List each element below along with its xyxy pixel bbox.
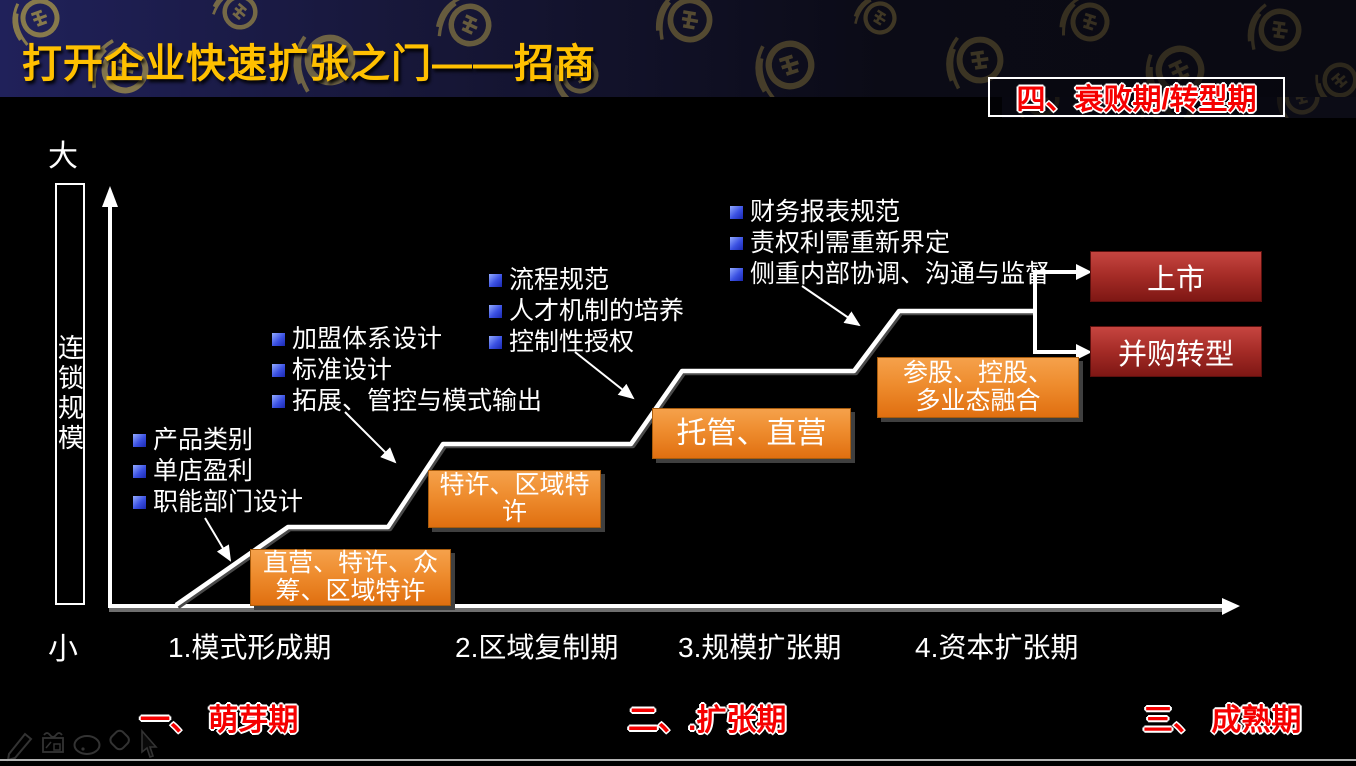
growth-curve [174,308,1037,609]
mode-box-line: 筹、区域特许 [275,576,426,605]
bullet-text: 标准设计 [292,356,393,384]
bullet-text: 责权利需重新界定 [750,229,951,257]
annotation-panel-icon[interactable] [42,732,64,753]
mode-box-line: 多业态融合 [915,386,1041,415]
bullet-item: 流程规范 [489,265,684,296]
page-title: 打开企业快速扩张之门——招商 [22,42,596,86]
x-axis-arrowhead-icon [1222,598,1240,615]
y-axis-title: 连锁规模 [54,334,85,454]
bullet-square-icon [730,268,743,281]
bullet-text: 人才机制的培养 [509,297,685,325]
bullet-text: 流程规范 [509,266,610,294]
bullet-square-icon [272,395,285,408]
bullet-square-icon [272,364,285,377]
bullet-square-icon [272,333,285,346]
annotation-arrow-formation [204,517,232,562]
mode-box-line: 参股、控股、 [902,359,1053,387]
eraser-icon[interactable] [108,729,131,752]
bullet-item: 产品类别 [133,425,303,456]
bullet-square-icon [489,305,502,318]
bullet-item: 人才机制的培养 [489,296,684,327]
stage-label-1: 1.模式形成期 [168,632,332,663]
branch-arrowhead-top-icon [1076,264,1092,280]
bottom-border [0,759,1356,761]
header-band-extension [1002,97,1356,118]
mode-box-capital: 参股、控股、 多业态融合 [877,357,1079,418]
mode-box-replication: 特许、区域特 许 [428,470,601,528]
bullet-text: 财务报表规范 [750,198,901,226]
bullet-item: 职能部门设计 [133,487,303,518]
bullet-square-icon [730,206,743,219]
bullet-item: 单店盈利 [133,456,303,487]
bullet-item: 标准设计 [272,355,542,386]
branch-connector [1033,264,1092,360]
mode-box-line: 托管、直营 [676,417,827,450]
phase-label-1: 一、 萌芽期 [140,704,299,737]
annotation-arrow-scale [574,351,635,400]
bullet-square-icon [730,237,743,250]
bullet-square-icon [489,274,502,287]
bullet-item: 财务报表规范 [730,197,1050,228]
annotation-arrow-capital [801,285,861,327]
outcome-box-label: 上市 [1146,263,1205,296]
outcome-box-label: 并购转型 [1117,338,1234,371]
bullet-item: 控制性授权 [489,327,684,358]
x-axis-line [108,598,1240,615]
stage-label-3: 3.规模扩张期 [678,632,842,663]
bullet-list-capital: 财务报表规范 责权利需重新界定 侧重内部协调、沟通与监督 [730,197,1050,290]
bullet-text: 产品类别 [153,426,254,454]
y-axis-arrowhead-icon [102,186,118,207]
bullet-square-icon [133,465,146,478]
mode-box-line: 特许、区域特 [439,470,590,499]
stage-label-4: 4.资本扩张期 [915,632,1079,663]
stage-label-2: 2.区域复制期 [455,632,619,663]
bullet-item: 责权利需重新界定 [730,228,1050,259]
bullet-item: 侧重内部协调、沟通与监督 [730,259,1050,290]
y-axis-line [102,186,118,607]
bullet-list-replication: 加盟体系设计 标准设计 拓展、管控与模式输出 [272,324,542,417]
y-axis-min-label: 小 [48,633,78,666]
bullet-list-scale: 流程规范 人才机制的培养 控制性授权 [489,265,684,358]
outcome-box-ipo: 上市 [1090,251,1262,302]
bullet-item: 拓展、管控与模式输出 [272,386,542,417]
branch-arrowhead-bottom-icon [1076,344,1092,360]
bullet-text: 职能部门设计 [153,488,304,516]
pen-tool-icon[interactable] [6,732,33,762]
phase-label-3: 三、 成熟期 [1143,704,1302,737]
bullet-text: 单店盈利 [153,457,254,485]
pointer-cursor-icon[interactable] [141,728,158,759]
bullet-text: 侧重内部协调、沟通与监督 [750,260,1051,288]
bullet-text: 控制性授权 [509,328,635,356]
bullet-square-icon [133,496,146,509]
bullet-square-icon [133,434,146,447]
ellipse-tool-icon[interactable] [73,735,101,755]
y-axis-title-box: 连锁规模 [55,183,85,605]
bullet-text: 拓展、管控与模式输出 [292,387,543,415]
annotation-arrow-replication [344,411,397,464]
bullet-text: 加盟体系设计 [292,325,443,353]
stage4-decline-banner: 四、衰败期/转型期 [988,77,1285,117]
bullet-square-icon [489,336,502,349]
bullet-list-formation: 产品类别 单店盈利 职能部门设计 [133,425,303,518]
mode-box-formation: 直营、特许、众 筹、区域特许 [250,549,451,606]
bullet-item: 加盟体系设计 [272,324,542,355]
phase-label-2: 二、.扩张期 [628,704,787,737]
mode-box-scale: 托管、直营 [652,408,851,459]
mode-box-line: 许 [501,498,527,526]
mode-box-line: 直营、特许、众 [262,549,438,577]
header-band [0,0,1356,97]
outcome-box-ma: 并购转型 [1090,326,1262,377]
y-axis-max-label: 大 [48,140,78,173]
